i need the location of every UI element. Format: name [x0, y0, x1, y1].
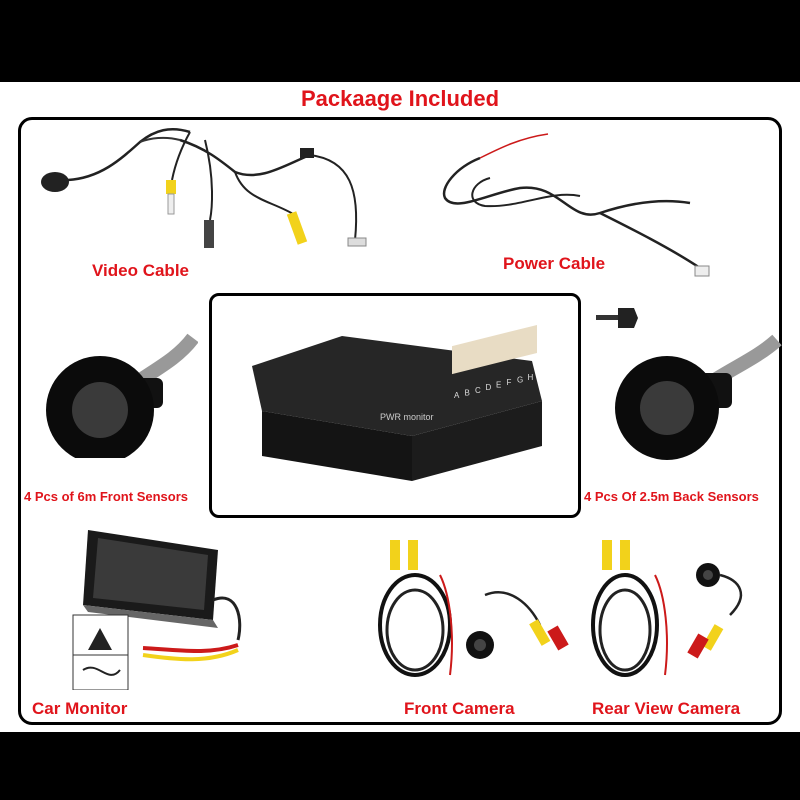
port-label: C — [475, 386, 481, 395]
port-label: G — [517, 375, 523, 384]
control-box-text: PWR monitor — [380, 412, 434, 422]
video-cable-label: Video Cable — [92, 261, 189, 280]
page-title: Packaage Included — [300, 86, 500, 111]
back-sensor-image — [615, 334, 782, 460]
back-sensors-label: 4 Pcs Of 2.5m Back Sensors — [584, 489, 759, 504]
port-strip — [452, 324, 537, 375]
car-monitor-label: Car Monitor — [32, 699, 128, 718]
rear-camera-image — [591, 540, 742, 677]
front-camera-label: Front Camera — [404, 699, 515, 718]
video-cable-image — [41, 128, 367, 248]
port-label: E — [496, 381, 501, 390]
front-sensors-label: 4 Pcs of 6m Front Sensors — [24, 489, 188, 504]
rear-camera-label: Rear View Camera — [592, 699, 741, 718]
power-cable-label: Power Cable — [503, 254, 606, 273]
front-camera-image — [378, 540, 569, 677]
power-cable-image — [442, 133, 710, 277]
drill-bit-image — [596, 308, 638, 328]
port-label: D — [486, 383, 492, 392]
car-monitor-image — [72, 530, 242, 690]
port-label: A — [454, 391, 460, 400]
port-label: B — [465, 388, 470, 397]
front-sensor-image — [46, 333, 198, 458]
package-frame — [18, 117, 782, 725]
port-label: F — [507, 378, 512, 387]
port-label: H — [528, 373, 534, 382]
